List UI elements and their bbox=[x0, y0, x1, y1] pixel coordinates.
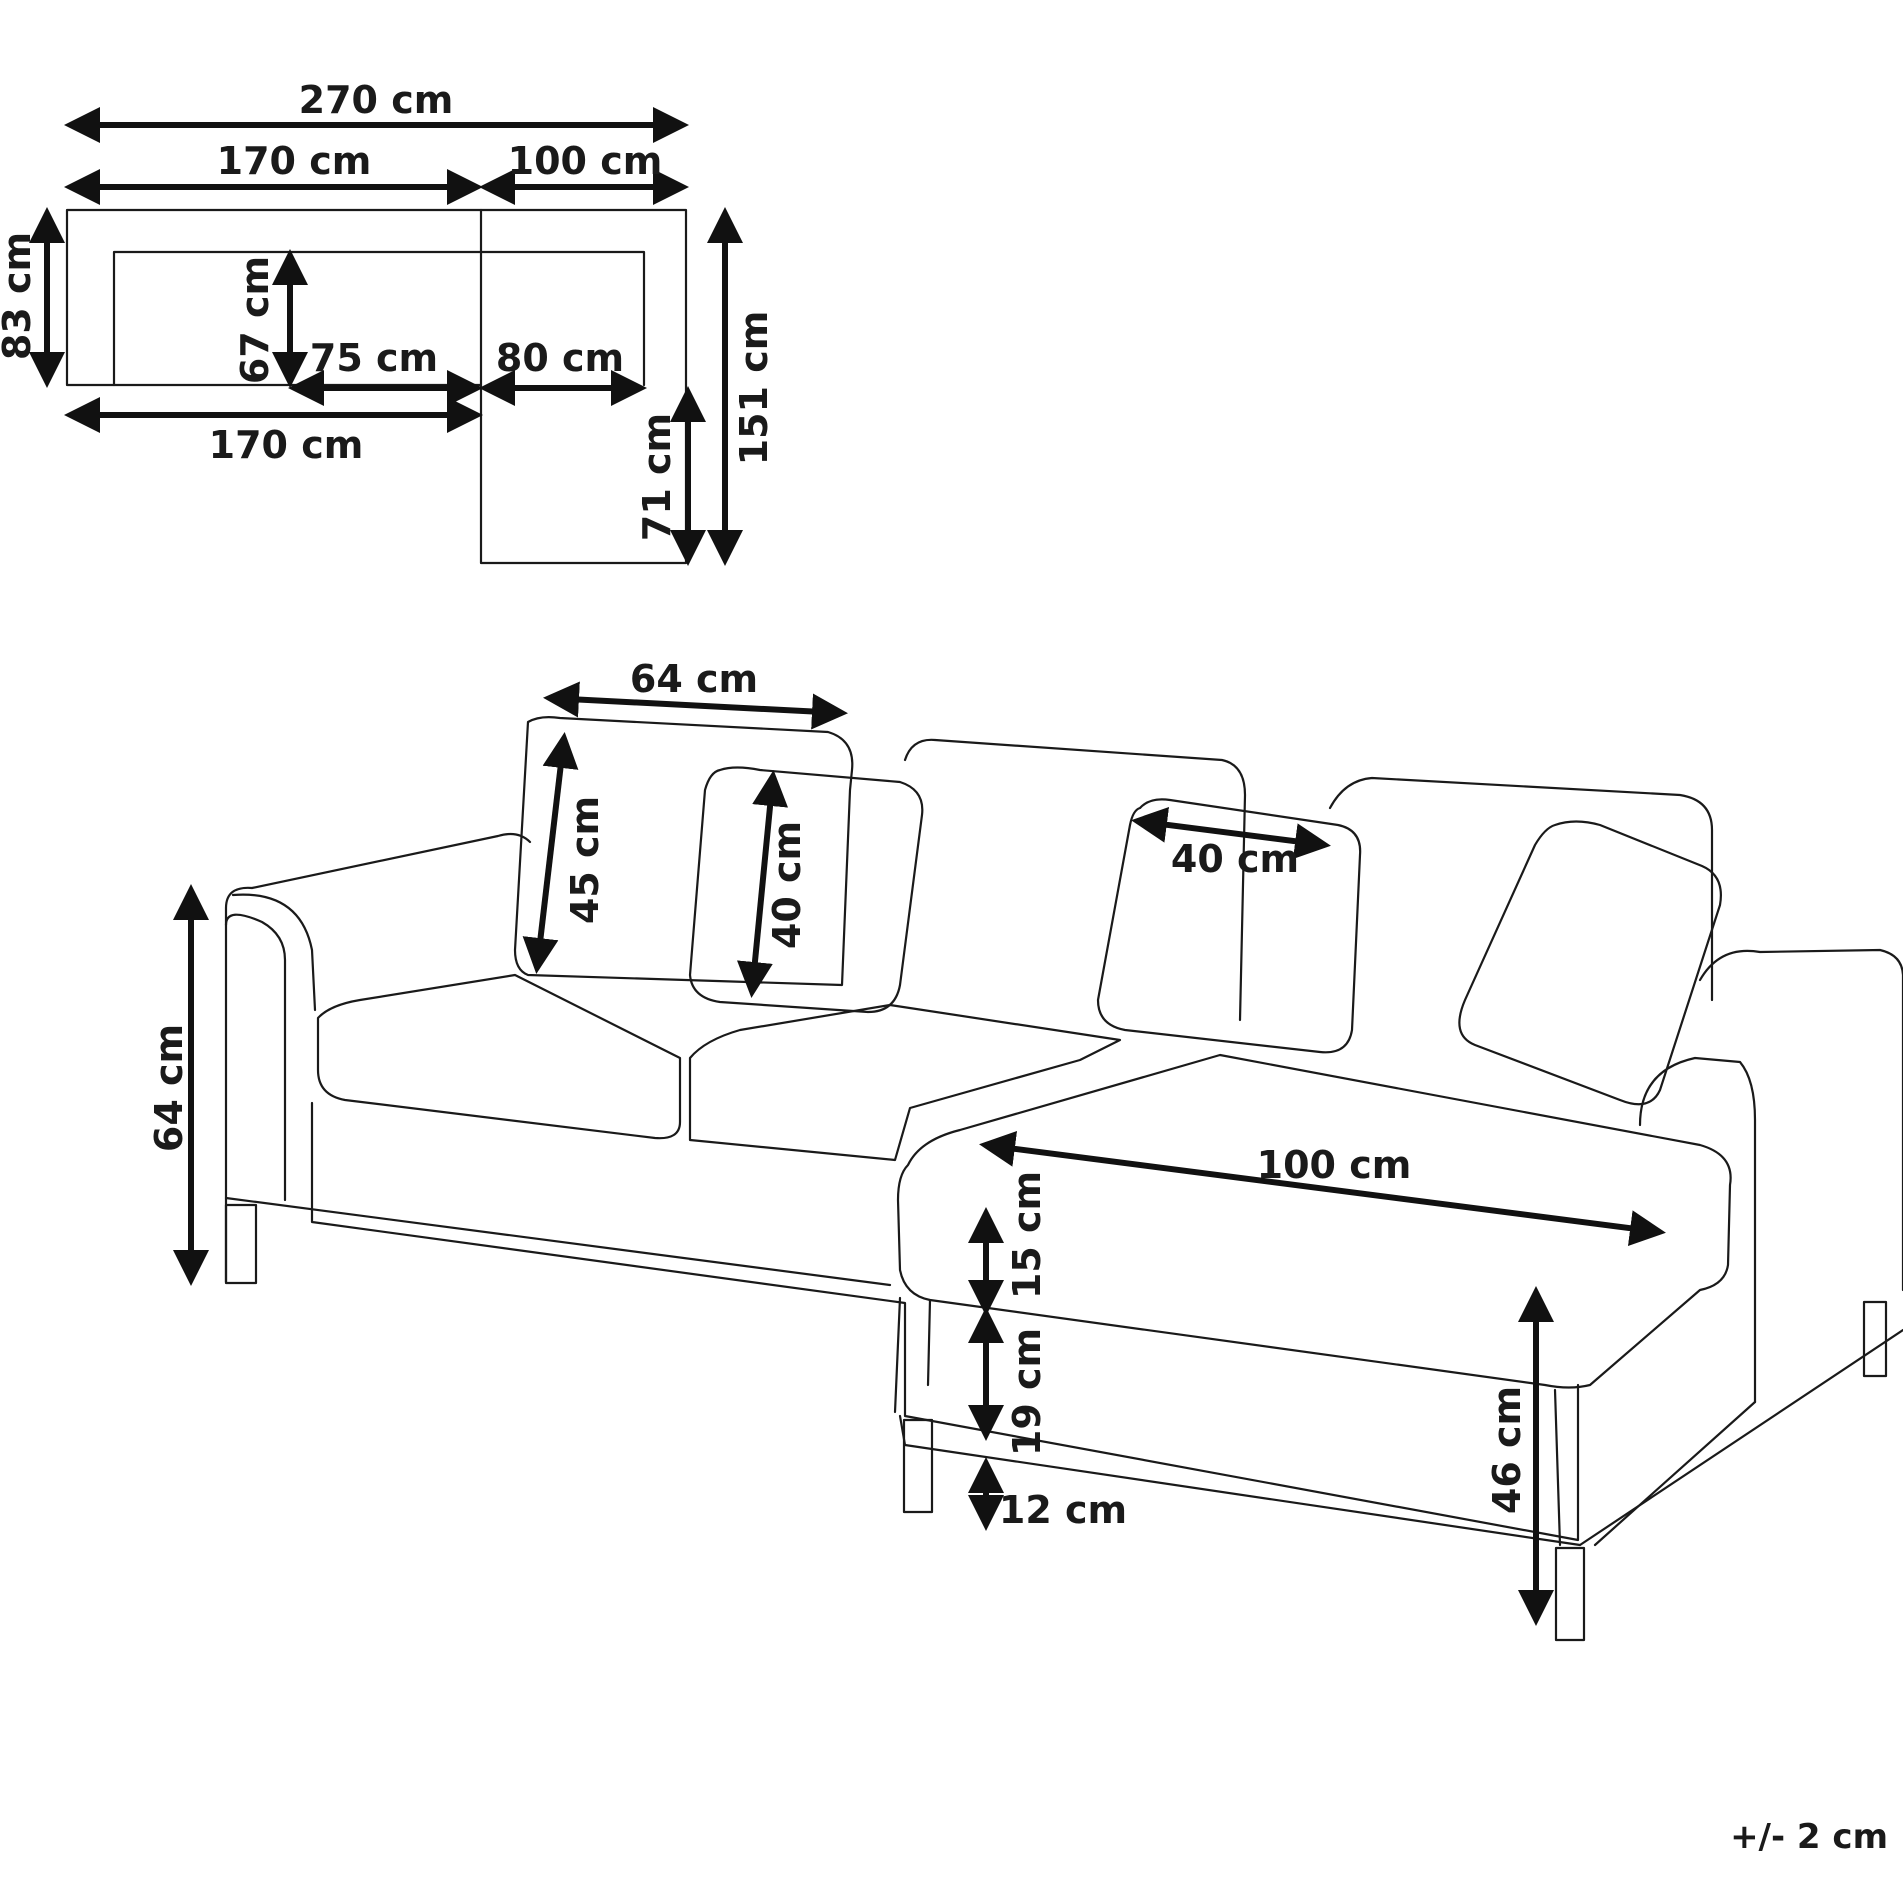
right-arm bbox=[1698, 948, 1903, 1292]
label-base-height: 19 cm bbox=[1005, 1328, 1049, 1456]
label-total-depth: 151 cm bbox=[732, 311, 776, 466]
dim-arrow-back-cushion-height bbox=[522, 732, 579, 974]
label-total-width: 270 cm bbox=[299, 78, 454, 122]
label-section-right: 100 cm bbox=[508, 139, 663, 183]
label-pillow-height: 40 cm bbox=[765, 821, 809, 949]
label-section-left: 170 cm bbox=[217, 139, 372, 183]
sofa-base-front bbox=[310, 1101, 1580, 1542]
dim-arrow-pillow-width bbox=[1131, 806, 1331, 860]
left-arm bbox=[224, 832, 532, 1284]
right-arm-front bbox=[1638, 1056, 1757, 1404]
chaise-cushion-edge bbox=[926, 1298, 932, 1387]
label-seat-height: 46 cm bbox=[1485, 1386, 1529, 1514]
label-seat-left: 75 cm bbox=[310, 336, 438, 380]
leg-chaise-front bbox=[1554, 1546, 1586, 1642]
label-seat-right: 80 cm bbox=[496, 336, 624, 380]
back-cushion-middle bbox=[903, 738, 1247, 1022]
seat-cushion-2 bbox=[688, 1003, 1122, 1162]
label-bottom-width: 170 cm bbox=[209, 423, 364, 467]
plan-view: 270 cm 170 cm 100 cm 83 cm 67 cm 75 cm 8… bbox=[0, 78, 776, 566]
left-arm-roll bbox=[231, 893, 317, 1012]
pillow-middle bbox=[1096, 798, 1362, 1054]
label-back-cushion-height: 45 cm bbox=[563, 796, 607, 924]
dim-arrow-pillow-height bbox=[736, 770, 789, 998]
label-pillow-width: 40 cm bbox=[1171, 837, 1299, 881]
plan-seat-outline bbox=[112, 250, 646, 387]
seat-cushion-1 bbox=[316, 973, 682, 1140]
leg-chaise-left bbox=[902, 1418, 934, 1514]
leg-front-left bbox=[224, 1203, 258, 1285]
dim-arrow-back-cushion-width bbox=[543, 681, 848, 730]
label-cushion-thickness: 15 cm bbox=[1005, 1171, 1049, 1299]
left-arm-inner bbox=[224, 913, 287, 1202]
leg-back-right bbox=[1862, 1300, 1888, 1378]
label-chaise-extension: 71 cm bbox=[635, 413, 679, 541]
plan-outline bbox=[65, 208, 688, 565]
label-chaise-length: 100 cm bbox=[1257, 1143, 1412, 1187]
sofa-perspective: 64 cm 45 cm 40 cm 40 cm 64 cm 100 cm 15 … bbox=[147, 657, 1903, 1642]
label-seat-depth: 67 cm bbox=[233, 256, 277, 384]
dim-arrow-chaise-length bbox=[979, 1130, 1666, 1247]
chaise-base bbox=[893, 1296, 1757, 1547]
tolerance-note: +/- 2 cm bbox=[1730, 1817, 1888, 1857]
label-leg-height: 12 cm bbox=[999, 1488, 1127, 1532]
chaise-cushion bbox=[896, 1053, 1732, 1389]
label-total-height: 64 cm bbox=[147, 1024, 191, 1152]
back-cushion-right bbox=[1328, 776, 1714, 1002]
label-back-cushion-width: 64 cm bbox=[630, 657, 758, 701]
pillow-right bbox=[1458, 820, 1722, 1106]
label-depth-back: 83 cm bbox=[0, 232, 39, 360]
